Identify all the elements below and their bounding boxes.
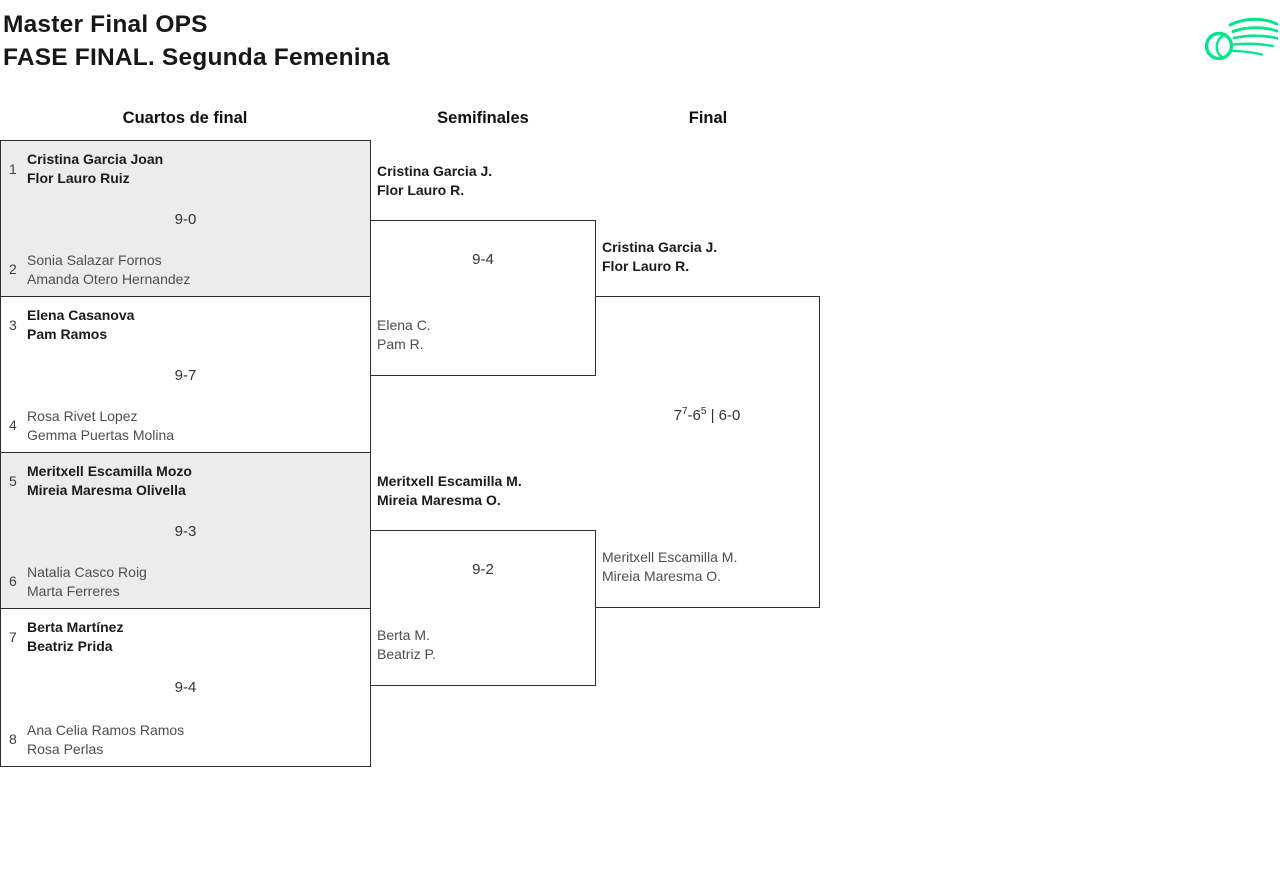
seed-number: 3 bbox=[9, 317, 17, 333]
score-set1-games-b: -6 bbox=[687, 407, 701, 424]
phase-name: FASE FINAL. Segunda Femenina bbox=[3, 44, 390, 71]
player-name: Meritxell Escamilla M. bbox=[602, 549, 738, 565]
round-header-semifinales: Semifinales bbox=[437, 109, 529, 127]
team-pair-loser: Natalia Casco Roig Marta Ferreres bbox=[27, 563, 147, 600]
team-pair-loser: Ana Celia Ramos Ramos Rosa Perlas bbox=[27, 721, 184, 758]
team-pair-loser: Berta M. Beatriz P. bbox=[377, 626, 436, 663]
team-pair-loser: Meritxell Escamilla M. Mireia Maresma O. bbox=[602, 548, 737, 585]
player-name: Elena Casanova bbox=[27, 307, 135, 323]
seed-number: 4 bbox=[9, 417, 17, 433]
quarterfinal-match-2: 3 Elena Casanova Pam Ramos 9-7 4 Rosa Ri… bbox=[1, 297, 370, 453]
brand-logo bbox=[1202, 15, 1280, 67]
score-set1-games: 7 bbox=[673, 407, 682, 424]
semifinal-match-2: Meritxell Escamilla M. Mireia Maresma O.… bbox=[370, 473, 596, 686]
tournament-name: Master Final OPS bbox=[3, 11, 208, 38]
match-score: 9-7 bbox=[174, 367, 197, 384]
player-name: Ana Celia Ramos Ramos bbox=[27, 722, 185, 738]
team-pair-winner: Cristina Garcia J. Flor Lauro R. bbox=[377, 162, 492, 199]
seed-number: 1 bbox=[9, 161, 17, 177]
player-name: Pam R. bbox=[377, 335, 424, 352]
player-name: Rosa Rivet Lopez bbox=[27, 408, 138, 424]
quarterfinal-match-3: 5 Meritxell Escamilla Mozo Mireia Maresm… bbox=[1, 453, 370, 609]
team-pair-loser: Sonia Salazar Fornos Amanda Otero Hernan… bbox=[27, 251, 190, 288]
team-pair-winner: Cristina Garcia Joan Flor Lauro Ruiz bbox=[27, 150, 163, 187]
player-name: Amanda Otero Hernandez bbox=[27, 270, 191, 287]
seed-number: 8 bbox=[9, 731, 17, 747]
team-pair-winner: Elena Casanova Pam Ramos bbox=[27, 306, 134, 343]
player-name: Berta Martínez bbox=[27, 619, 124, 635]
player-name: Cristina Garcia J. bbox=[377, 163, 493, 179]
player-name: Mireia Maresma Olivella bbox=[27, 481, 186, 498]
final-match: Cristina Garcia J. Flor Lauro R. 77-65 |… bbox=[595, 239, 820, 608]
player-name: Cristina Garcia Joan bbox=[27, 151, 164, 167]
page-title: Master Final OPS FASE FINAL. Segunda Fem… bbox=[3, 8, 390, 74]
player-name: Gemma Puertas Molina bbox=[27, 426, 175, 443]
player-name: Berta M. bbox=[377, 627, 430, 643]
quarterfinal-match-1: 1 Cristina Garcia Joan Flor Lauro Ruiz 9… bbox=[1, 141, 370, 297]
seed-number: 2 bbox=[9, 261, 17, 277]
quarterfinals-column: 1 Cristina Garcia Joan Flor Lauro Ruiz 9… bbox=[0, 140, 371, 767]
score-set1-tiebreak: 7 bbox=[681, 406, 688, 417]
team-pair-winner: Meritxell Escamilla Mozo Mireia Maresma … bbox=[27, 462, 192, 499]
seed-number: 6 bbox=[9, 573, 17, 589]
semifinal-match-1: Cristina Garcia J. Flor Lauro R. 9-4 Ele… bbox=[370, 163, 596, 376]
player-name: Mireia Maresma O. bbox=[602, 567, 722, 584]
player-name: Rosa Perlas bbox=[27, 740, 104, 757]
team-pair-loser: Rosa Rivet Lopez Gemma Puertas Molina bbox=[27, 407, 174, 444]
final-match-score: 77-65 | 6-0 bbox=[595, 406, 819, 425]
match-score: 9-2 bbox=[472, 561, 494, 578]
round-header-cuartos: Cuartos de final bbox=[122, 109, 248, 127]
match-score: 9-3 bbox=[174, 523, 197, 540]
score-set2: | 6-0 bbox=[706, 407, 741, 424]
round-header-final: Final bbox=[688, 109, 728, 127]
player-name: Marta Ferreres bbox=[27, 582, 120, 599]
player-name: Sonia Salazar Fornos bbox=[27, 252, 162, 268]
player-name: Pam Ramos bbox=[27, 325, 108, 342]
team-pair-winner: Berta Martínez Beatriz Prida bbox=[27, 618, 123, 655]
seed-number: 5 bbox=[9, 473, 17, 489]
player-name: Flor Lauro R. bbox=[602, 257, 690, 274]
player-name: Beatriz P. bbox=[377, 645, 436, 662]
match-score: 9-0 bbox=[174, 211, 197, 228]
player-name: Flor Lauro R. bbox=[377, 181, 465, 198]
seed-number: 7 bbox=[9, 629, 17, 645]
player-name: Elena C. bbox=[377, 317, 431, 333]
player-name: Meritxell Escamilla Mozo bbox=[27, 463, 192, 479]
team-pair-winner: Meritxell Escamilla M. Mireia Maresma O. bbox=[377, 472, 522, 509]
player-name: Beatriz Prida bbox=[27, 637, 113, 654]
player-name: Natalia Casco Roig bbox=[27, 564, 147, 580]
player-name: Meritxell Escamilla M. bbox=[377, 473, 522, 489]
match-score: 9-4 bbox=[174, 679, 197, 696]
score-set1-tiebreak-b: 5 bbox=[700, 406, 707, 417]
player-name: Mireia Maresma O. bbox=[377, 491, 501, 508]
quarterfinal-match-4: 7 Berta Martínez Beatriz Prida 9-4 8 Ana… bbox=[1, 609, 370, 766]
match-score: 9-4 bbox=[472, 251, 494, 268]
player-name: Flor Lauro Ruiz bbox=[27, 169, 130, 186]
team-pair-loser: Elena C. Pam R. bbox=[377, 316, 431, 353]
player-name: Cristina Garcia J. bbox=[602, 239, 718, 255]
team-pair-winner: Cristina Garcia J. Flor Lauro R. bbox=[602, 238, 717, 275]
tennis-ball-comet-icon bbox=[1204, 17, 1280, 61]
